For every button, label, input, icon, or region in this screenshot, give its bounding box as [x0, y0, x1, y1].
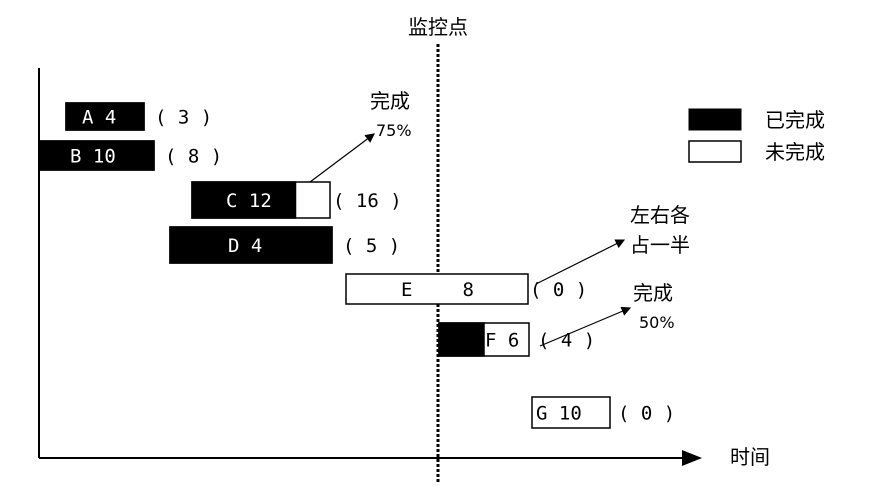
annotation-f: 完成 50%: [539, 281, 675, 347]
bar-completed-part: [438, 322, 485, 357]
slack-label: ( 0 ): [618, 403, 675, 425]
bar-label: G 10: [536, 403, 582, 425]
slack-label: ( 3 ): [155, 107, 212, 129]
task-bar-g: G 10 ( 0 ): [531, 396, 675, 429]
bar-completed-part: [191, 181, 297, 219]
annotation-c: 完成 75%: [309, 89, 412, 183]
bar-outline: [531, 396, 611, 429]
legend-label-completed: 已完成: [765, 108, 825, 132]
slack-label: ( 0 ): [530, 279, 587, 301]
bar-completed-part: [169, 226, 333, 264]
legend-swatch-completed: [688, 108, 742, 131]
bar-label: F 6: [485, 330, 519, 352]
x-axis-label: 时间: [730, 445, 770, 469]
task-bar-f: F 6 ( 4 ): [438, 322, 595, 357]
monitor-label: 监控点: [408, 15, 468, 39]
task-bar-a: A 4 ( 3 ): [65, 102, 212, 131]
task-bar-b: B 10 ( 8 ): [39, 140, 222, 171]
slack-label: ( 8 ): [165, 146, 222, 168]
task-bar-d: D 4 ( 5 ): [169, 226, 400, 264]
bar-label: A 4: [82, 107, 116, 129]
bar-label: C 12: [226, 190, 272, 212]
annotation-arrow: [539, 306, 632, 347]
bar-completed-part: [39, 140, 155, 171]
slack-label: ( 4 ): [538, 330, 595, 352]
legend-swatch-incomplete: [688, 140, 742, 163]
annotation-arrow: [309, 133, 375, 183]
annotation-arrow: [535, 239, 626, 285]
annotation-text: 左右各: [630, 203, 690, 227]
legend: 已完成 未完成: [688, 108, 825, 164]
bar-completed-part: [65, 102, 145, 131]
annotation-text: 完成: [370, 89, 410, 113]
slack-label: ( 16 ): [333, 190, 402, 212]
legend-label-incomplete: 未完成: [765, 140, 825, 164]
annotation-text: 50%: [639, 313, 675, 332]
slack-label: ( 5 ): [343, 235, 400, 257]
bar-label: B 10: [70, 146, 116, 168]
bar-label: D 4: [228, 235, 262, 257]
task-bar-c: C 12 ( 16 ): [191, 181, 402, 219]
bar-outline: [345, 273, 529, 305]
annotation-text: 占一半: [630, 233, 690, 257]
annotation-text: 75%: [376, 121, 412, 140]
annotation-text: 完成: [633, 281, 673, 305]
